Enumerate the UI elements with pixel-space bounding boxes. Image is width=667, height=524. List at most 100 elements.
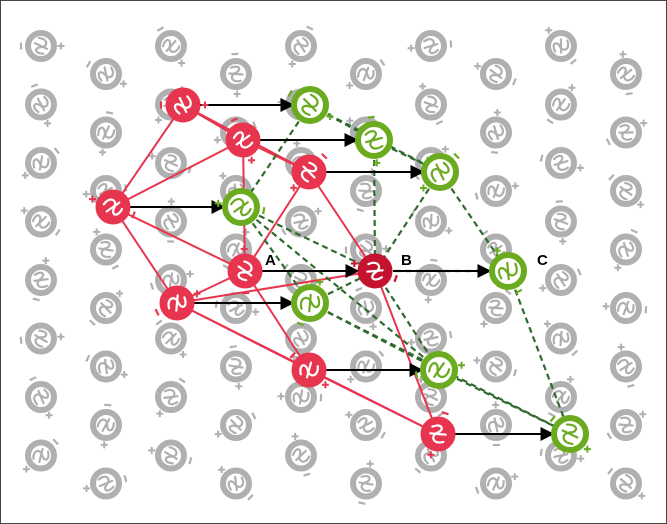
knot-icon: [551, 390, 571, 405]
knot-icon: [423, 388, 439, 407]
minus-sign: [111, 264, 119, 270]
plus-sign: [214, 430, 222, 438]
minus-sign: [393, 274, 398, 283]
knot-icon: [299, 293, 321, 313]
knot-icon: [486, 476, 505, 491]
minus-sign: [30, 83, 39, 88]
plus-sign: [619, 50, 627, 58]
knot-icon: [228, 415, 244, 435]
knot-icon: [618, 416, 634, 434]
knot-icon: [489, 357, 504, 376]
knot-icon: [102, 198, 124, 216]
plus-sign: [345, 411, 353, 419]
plus-sign: [44, 119, 52, 127]
background-node: [22, 438, 59, 473]
minus-sign: [569, 58, 577, 65]
knot-icon: [358, 240, 373, 259]
plus-sign: [235, 382, 243, 390]
knot-icon: [96, 418, 115, 432]
label-A: A: [265, 252, 276, 269]
red-edge: [308, 171, 376, 272]
plus-sign: [419, 184, 427, 192]
red-node: [225, 117, 261, 164]
plus-sign: [559, 237, 567, 245]
background-node: [19, 322, 65, 355]
point-labels: A B C: [265, 252, 548, 269]
red-edge: [176, 270, 376, 304]
knot-icon: [429, 424, 447, 444]
plus-sign: [366, 460, 374, 468]
plus-sign: [120, 371, 128, 379]
minus-sign: [154, 308, 160, 316]
minus-sign: [54, 228, 61, 236]
background-node: [90, 403, 122, 449]
plus-sign: [373, 159, 381, 167]
minus-sign: [123, 474, 128, 483]
minus-sign: [29, 376, 37, 382]
knot-icon: [232, 131, 254, 149]
minus-sign: [104, 403, 112, 407]
background-node: [85, 350, 128, 383]
minus-sign: [571, 349, 578, 357]
green-dashed-edge: [506, 270, 572, 435]
background-node: [480, 109, 512, 154]
background-node: [350, 287, 382, 331]
background-node: [155, 377, 187, 418]
plus-sign: [638, 492, 646, 500]
knot-icon: [497, 261, 518, 281]
background-node: [605, 116, 648, 149]
green-node: [414, 351, 465, 389]
background-node: [602, 292, 648, 324]
background-node: [543, 320, 578, 357]
plus-sign: [577, 455, 585, 463]
minus-sign: [607, 467, 614, 475]
minus-sign: [627, 383, 635, 388]
plus-sign: [218, 466, 226, 474]
plus-sign: [369, 323, 377, 331]
background-lattice: [19, 25, 648, 505]
minus-sign: [576, 268, 582, 276]
minus-sign: [252, 121, 257, 129]
plus-sign: [233, 90, 241, 98]
plus-sign: [45, 411, 53, 419]
background-node: [610, 50, 642, 96]
plus-sign: [474, 62, 482, 70]
plus-sign: [179, 350, 187, 358]
minus-sign: [53, 147, 60, 155]
plus-sign: [291, 432, 299, 440]
plus-sign: [119, 80, 127, 88]
knot-icon: [227, 300, 245, 316]
minus-sign: [512, 78, 517, 86]
minus-sign: [85, 354, 91, 363]
plus-sign: [57, 333, 65, 341]
background-node: [350, 460, 382, 505]
plus-sign: [116, 289, 124, 297]
minus-sign: [435, 120, 444, 126]
knot-icon: [489, 64, 503, 84]
plus-sign: [88, 195, 96, 203]
knot-icon: [552, 154, 569, 171]
background-node: [545, 26, 577, 65]
minus-sign: [303, 472, 311, 477]
knot-icon: [551, 97, 571, 112]
minus-sign: [555, 200, 563, 203]
plus-sign: [21, 171, 29, 179]
node-A: [227, 245, 263, 295]
minus-sign: [539, 154, 544, 162]
plus-sign: [100, 441, 108, 449]
plus-sign: [602, 302, 610, 310]
minus-sign: [19, 336, 23, 344]
green-dashed-edge: [240, 104, 311, 208]
background-node: [545, 375, 577, 418]
knot-icon: [617, 300, 635, 316]
plus-sign: [20, 207, 28, 215]
background-node: [21, 147, 60, 179]
minus-sign: [247, 494, 254, 501]
knot-icon: [299, 361, 319, 379]
minus-sign: [546, 118, 554, 125]
translation-arrows: [129, 98, 555, 441]
knot-icon: [98, 241, 114, 259]
knot-icon: [292, 389, 310, 405]
knot-icon: [552, 38, 570, 54]
